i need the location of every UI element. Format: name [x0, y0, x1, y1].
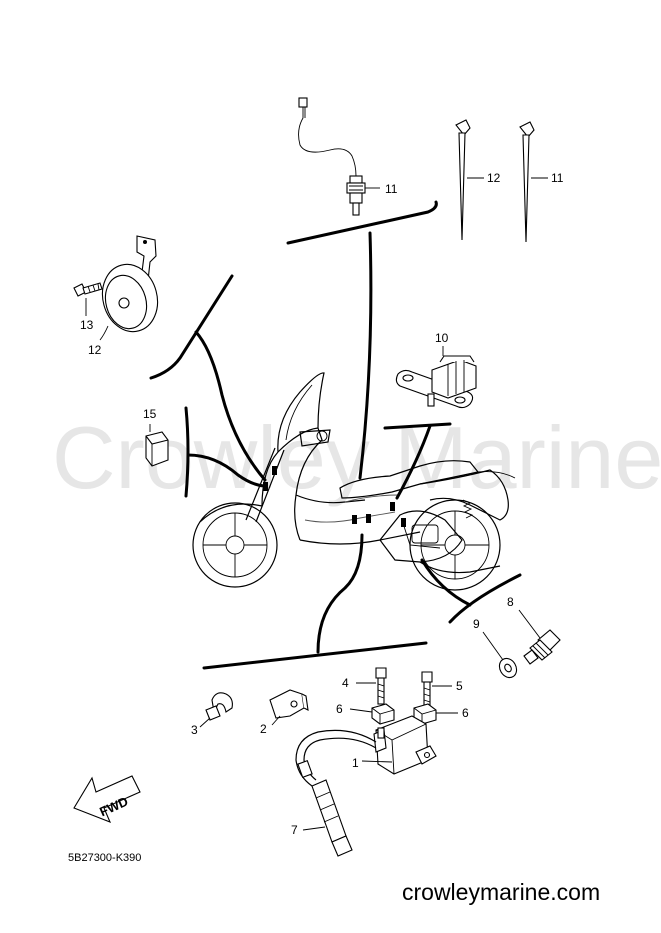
callout-13: 11	[551, 171, 564, 185]
part-7-plug-cap-lead[interactable]	[295, 729, 377, 857]
callout-9: 9	[473, 617, 480, 631]
callout-6-right: 6	[462, 706, 469, 720]
callout-1: 1	[352, 756, 359, 770]
part-2-bracket[interactable]	[269, 689, 309, 726]
callout-14: 12	[88, 343, 102, 357]
part-9-gasket[interactable]	[482, 631, 520, 681]
part-1-ignition-coil[interactable]	[361, 715, 437, 775]
watermark: Crowley Marine	[52, 408, 661, 507]
callout-4: 4	[342, 676, 349, 690]
website-url[interactable]: crowleymarine.com	[402, 879, 600, 905]
callout-15: 13	[80, 318, 94, 332]
callout-6-left: 6	[336, 702, 343, 716]
leader-lines	[149, 200, 522, 670]
callout-11: 11	[385, 182, 398, 196]
part-13-cable-tie[interactable]	[519, 121, 548, 243]
part-12-cable-tie[interactable]	[455, 119, 484, 241]
callout-12: 12	[487, 171, 501, 185]
forward-direction-arrow: FWD	[73, 775, 141, 823]
part-16-relay[interactable]	[145, 424, 169, 467]
callout-3: 3	[191, 723, 198, 737]
part-3-clamp[interactable]	[199, 692, 233, 728]
part-8-sensor[interactable]	[518, 609, 561, 665]
part-6-collar-right[interactable]	[413, 703, 458, 725]
callout-10: 10	[435, 331, 449, 345]
part-4-bolt[interactable]	[356, 667, 387, 705]
part-11-sensor[interactable]	[298, 97, 380, 216]
part-6-collar-left[interactable]	[349, 703, 395, 725]
callout-2: 2	[260, 722, 267, 736]
diagram-code: 5B27300-K390	[68, 852, 141, 864]
part-10-sensor-bracket[interactable]	[395, 346, 477, 409]
callout-5: 5	[456, 679, 463, 693]
callout-16: 15	[143, 407, 157, 421]
callout-7: 7	[291, 823, 298, 837]
callout-8: 8	[507, 595, 514, 609]
part-15-bolt[interactable]	[73, 282, 103, 316]
part-14-horn[interactable]	[95, 235, 165, 341]
part-5-bolt[interactable]	[421, 671, 452, 707]
scooter-illustration	[192, 372, 516, 591]
